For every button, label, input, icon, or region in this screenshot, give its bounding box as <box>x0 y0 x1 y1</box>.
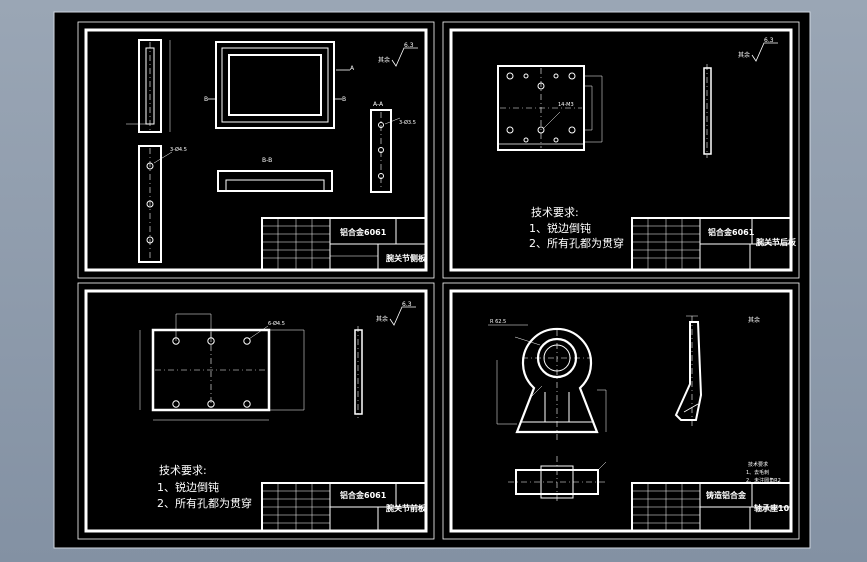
sheet-1-finish-note: 其余 <box>378 56 390 64</box>
sheet-1-outer-frame <box>77 21 435 279</box>
sheet-1-material: 铝合金6061 <box>340 227 387 237</box>
sheet-3-roughness-value: 6.3 <box>402 301 412 308</box>
sheet-1-section-aa-label: A-A <box>373 101 384 108</box>
sheet-2-side-view <box>703 64 712 158</box>
sheet-4-finish-note: 其余 <box>748 316 760 324</box>
sheet-2-material: 铝合金6061 <box>708 227 755 237</box>
sheet-1-dim-hole-a: 3-Ø3.5 <box>399 119 416 126</box>
sheet-4-notes-heading: 技术要求 <box>748 461 768 468</box>
sheet-1-section-bb-label: B-B <box>262 157 272 164</box>
sheet-2-outer-frame <box>442 21 800 279</box>
sheet-2-note-2: 2、所有孔都为贯穿 <box>529 236 624 250</box>
sheet-1[interactable]: A B B 6.3 其余 A-A 3-Ø3.5 3-Ø4.5 <box>77 21 435 279</box>
sheet-1-section-aa-view <box>370 109 401 193</box>
sheet-4-note-1: 1、去毛刺 <box>746 469 769 476</box>
sheet-2-title-block <box>631 217 792 271</box>
sheet-2-inner-frame <box>449 28 793 272</box>
sheet-2-plate-view <box>497 65 603 151</box>
sheet-2-roughness-symbol <box>751 42 778 62</box>
sheet-4-note-2: 2、未注圆角R2 <box>746 477 781 484</box>
sheet-3-note-2: 2、所有孔都为贯穿 <box>157 496 252 510</box>
sheet-4-inner-frame <box>449 289 793 533</box>
sheet-2-dim-holes: 14-M3 <box>558 102 574 108</box>
sheet-2-finish-note: 其余 <box>738 51 750 59</box>
sheet-1-front-view <box>208 41 350 129</box>
sheet-3-title-block <box>261 482 427 532</box>
sheet-1-section-b-right: B <box>342 96 346 103</box>
sheet-1-bar-view <box>138 145 173 263</box>
sheet-2-note-1: 1、锐边倒钝 <box>529 221 591 235</box>
sheet-3-finish-note: 其余 <box>376 315 388 323</box>
sheet-1-section-a-top: A <box>350 65 355 72</box>
sheet-4-top-view <box>508 456 607 504</box>
sheet-4-dim-radius: R 62.5 <box>490 319 506 325</box>
sheet-4-material: 铸造铝合金 <box>706 490 747 500</box>
sheet-2-roughness-value: 6.3 <box>764 37 774 44</box>
sheet-3-part-name: 腕关节前板 <box>385 503 427 513</box>
sheet-2[interactable]: 14-M3 6.3 其余 技术要求: 1、锐边倒钝 2、所有孔都为贯穿 <box>442 21 800 279</box>
sheet-3-roughness-symbol <box>389 306 416 326</box>
sheet-3-outer-frame <box>77 282 435 540</box>
sheet-3-inner-frame <box>84 289 428 533</box>
sheet-1-section-b-left: B <box>204 96 208 103</box>
sheet-4-side-view <box>674 315 703 428</box>
sheet-3-side-view <box>354 326 363 418</box>
sheet-1-side-view <box>126 39 171 133</box>
sheet-1-roughness-value: 6.3 <box>404 42 414 49</box>
sheet-4[interactable]: R 62.5 其余 技术要求 1、去毛刺 2、未注圆角R2 <box>442 282 800 540</box>
sheet-3[interactable]: 6-Ø4.5 6.3 其余 技术要求: 1、锐边倒钝 2、所有孔都为贯穿 <box>77 282 435 540</box>
sheet-1-inner-frame <box>84 28 428 272</box>
sheet-4-outer-frame <box>442 282 800 540</box>
sheet-1-dim-hole-b: 3-Ø4.5 <box>170 146 187 153</box>
sheet-4-part-name: 轴承座10 <box>754 503 790 513</box>
sheet-4-title-block <box>631 482 792 532</box>
sheet-3-notes-heading: 技术要求: <box>159 464 207 477</box>
sheet-1-part-name: 腕关节侧板 <box>385 253 427 263</box>
sheet-3-material: 铝合金6061 <box>340 490 387 500</box>
sheet-2-part-name: 腕关节后板 <box>755 237 797 247</box>
sheet-3-plate-view <box>139 313 305 421</box>
sheet-2-notes-heading: 技术要求: <box>531 206 579 219</box>
sheet-3-note-1: 1、锐边倒钝 <box>157 480 219 494</box>
sheet-1-section-bb-view <box>217 170 333 192</box>
sheet-1-roughness-symbol <box>391 47 418 67</box>
sheet-1-title-block <box>261 217 427 271</box>
sheet-4-bearing-front-view <box>488 324 607 440</box>
model-space <box>53 11 811 549</box>
sheet-3-dim-holes: 6-Ø4.5 <box>268 320 285 327</box>
